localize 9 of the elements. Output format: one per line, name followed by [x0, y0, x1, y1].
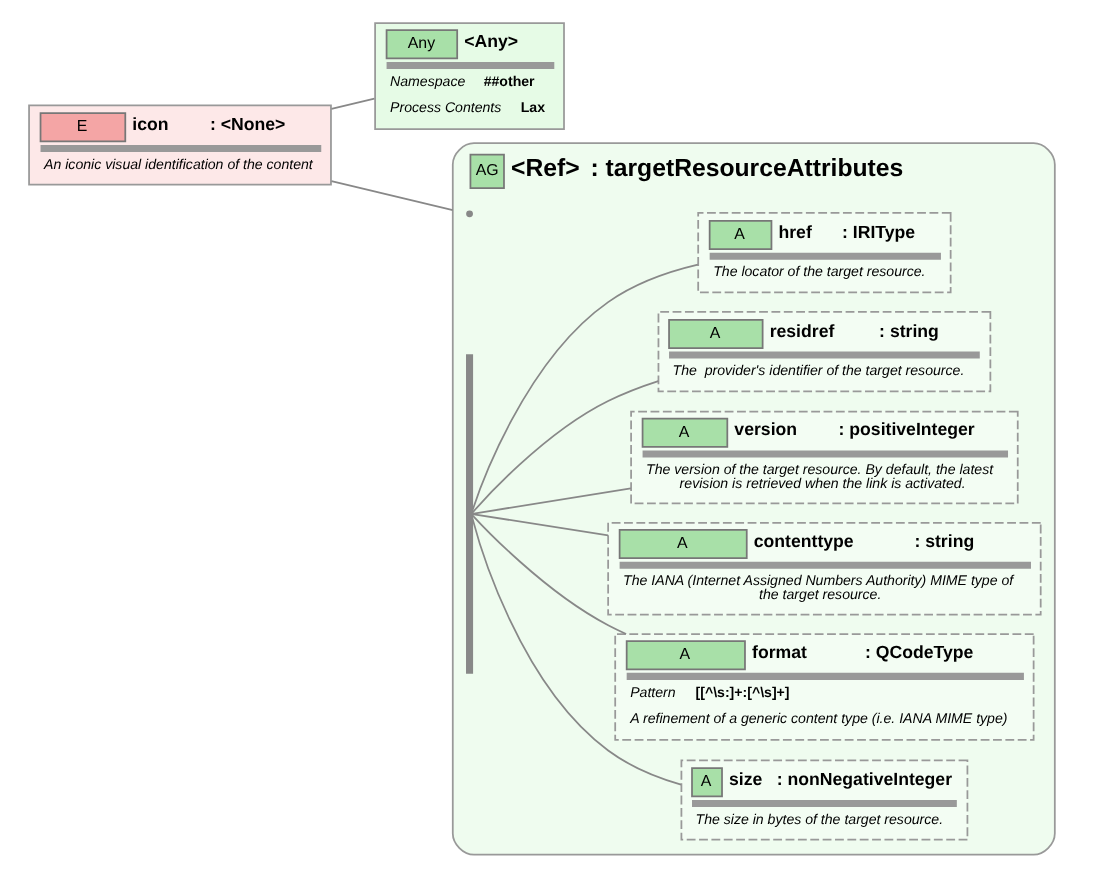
connector	[470, 487, 631, 515]
connector	[470, 514, 626, 635]
node-bar	[465, 354, 473, 674]
connector	[470, 517, 681, 786]
connector	[470, 513, 609, 537]
connector	[470, 263, 698, 512]
connector	[470, 380, 659, 514]
connector	[329, 97, 375, 110]
connector	[329, 180, 453, 212]
